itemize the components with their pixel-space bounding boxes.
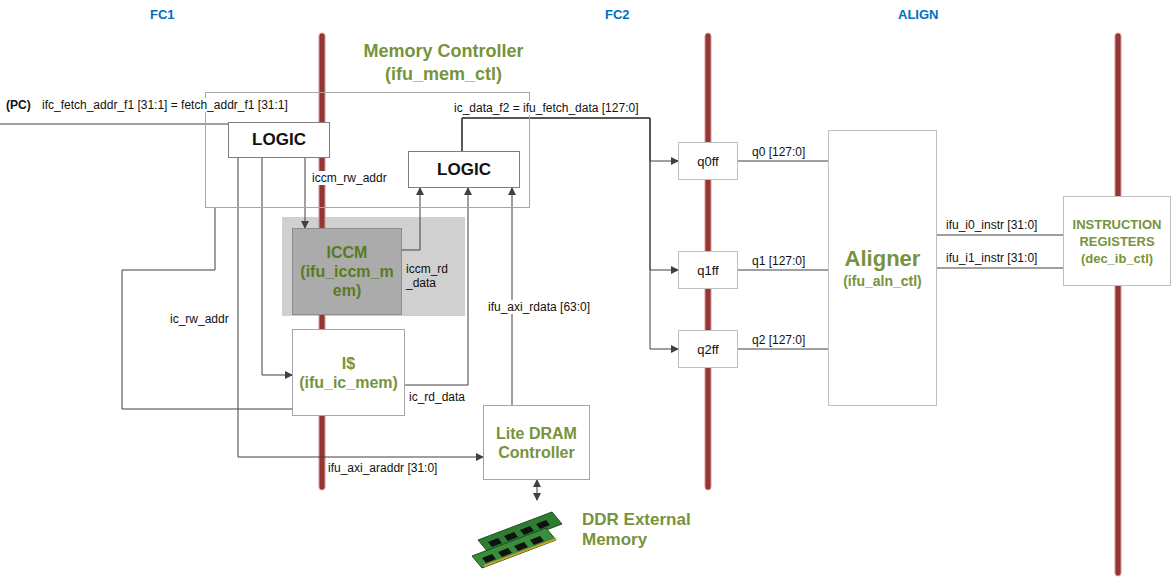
- node-title: Lite DRAM Controller: [488, 424, 585, 462]
- node-subtitle: (ifu_aln_ctl): [843, 272, 922, 290]
- pipeline-bar: [1115, 33, 1121, 576]
- signal-label: ifu_i0_instr [31:0]: [946, 218, 1037, 232]
- signal-wire: [937, 235, 1063, 236]
- node-title: q0ff: [697, 154, 718, 169]
- node-title: I$ (ifu_ic_mem): [297, 354, 400, 392]
- stage-label: FC2: [605, 8, 630, 22]
- node-title: Aligner: [845, 246, 921, 272]
- node-title: INSTRUCTION REGISTERS (dec_ib_ctl): [1068, 216, 1166, 267]
- signal-label: ifc_fetch_addr_f1 [31:1] = fetch_addr_f1…: [40, 98, 290, 112]
- signal-wire: [738, 349, 828, 350]
- node-title: LOGIC: [437, 160, 491, 180]
- signal-label: ic_rw_addr: [170, 312, 229, 326]
- aligner-block: Aligner(ifu_aln_ctl): [828, 130, 937, 406]
- stage-label: FC1: [150, 8, 175, 22]
- stage-label: ALIGN: [898, 8, 938, 22]
- signal-label: q1 [127:0]: [752, 254, 805, 268]
- signal-label: q0 [127:0]: [752, 145, 805, 159]
- node-title: LOGIC: [252, 130, 306, 150]
- signal-wire: [305, 158, 306, 228]
- signal-wire: [462, 118, 678, 270]
- iccm-shade: [282, 217, 465, 316]
- instruction-registers: INSTRUCTION REGISTERS (dec_ib_ctl): [1063, 196, 1171, 286]
- signal-wire: [122, 208, 292, 409]
- node-title: q1ff: [697, 263, 718, 278]
- logic-block: LOGIC: [408, 151, 520, 188]
- signal-label: ic_data_f2 = ifu_fetch_data [127:0]: [452, 101, 640, 115]
- ram-illustration: [472, 512, 562, 568]
- dram-controller: Lite DRAM Controller: [483, 405, 590, 480]
- icache-memory: I$ (ifu_ic_mem): [292, 329, 405, 416]
- node-title: DDR External Memory: [582, 510, 712, 550]
- flip-flop: q2ff: [678, 330, 738, 368]
- node-title: ICCM (ifu_iccm_mem): [297, 243, 397, 300]
- signal-label: ic_rd_data: [409, 390, 465, 404]
- signal-wire: [512, 188, 513, 405]
- signal-wire: [262, 158, 292, 375]
- signal-label: ifu_axi_araddr [31:0]: [328, 461, 437, 475]
- pc-wire: [0, 124, 228, 125]
- node-title: q2ff: [697, 342, 718, 357]
- signal-wire: [738, 161, 828, 162]
- ddr-memory: DDR External Memory: [470, 500, 720, 576]
- iccm-memory: ICCM (ifu_iccm_mem): [292, 228, 402, 315]
- signal-wire: [937, 268, 1063, 269]
- node-title: Memory Controller (ifu_mem_ctl): [356, 40, 531, 86]
- signal-wire: [405, 188, 468, 385]
- flip-flop: q1ff: [678, 251, 738, 289]
- signal-wire: [537, 480, 538, 500]
- signal-label: ifu_axi_rdata [63:0]: [486, 300, 592, 314]
- logic-block: LOGIC: [228, 122, 330, 158]
- signal-label: (PC): [6, 98, 31, 112]
- signal-wire: [402, 188, 420, 250]
- signal-wire: [738, 270, 828, 271]
- signal-label: ifu_i1_instr [31:0]: [946, 251, 1037, 265]
- flip-flop: q0ff: [678, 142, 738, 180]
- signal-label: q2 [127:0]: [752, 333, 805, 347]
- signal-label: iccm_rd _data: [406, 262, 458, 290]
- signal-wire: [238, 158, 483, 457]
- signal-label: iccm_rw_addr: [310, 171, 389, 185]
